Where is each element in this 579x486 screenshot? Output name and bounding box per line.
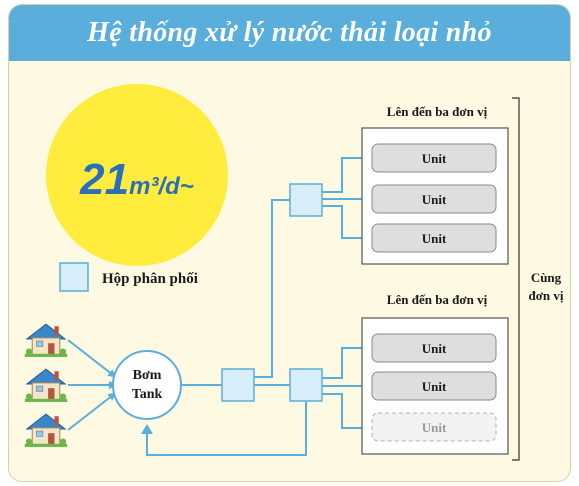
group-label: Lên đến ba đơn vị <box>387 104 488 119</box>
unit-block <box>371 333 497 363</box>
house-icon <box>24 368 68 403</box>
distribution-box <box>289 183 323 217</box>
unit-label: Unit <box>422 379 447 394</box>
unit-label: Unit <box>422 341 447 356</box>
distribution-box <box>221 368 255 402</box>
group-label: Lên đến ba đơn vị <box>387 292 488 307</box>
house-icon <box>24 413 68 448</box>
legend-label: Hộp phân phối <box>102 271 198 287</box>
distribution-pipes <box>146 157 372 456</box>
capacity-circle <box>46 84 228 266</box>
unit-block <box>371 143 497 173</box>
distribution-box <box>289 368 323 402</box>
title-banner: Hệ thống xử lý nước thải loại nhỏ <box>9 5 570 61</box>
unit-label: Unit <box>422 151 447 166</box>
group-bracket <box>512 97 520 461</box>
legend-box-swatch <box>59 262 89 292</box>
pump-tank <box>112 350 182 420</box>
inflow-pipe <box>67 392 117 431</box>
unit-label: Unit <box>422 231 447 246</box>
bracket-label-line2: đơn vị <box>528 288 563 303</box>
optional-unit-block <box>371 412 497 442</box>
inflow-pipe <box>67 339 117 378</box>
tank-label-line2: Tank <box>132 387 163 402</box>
house-icon <box>24 323 68 358</box>
tank-label-line1: Bơm <box>133 368 162 383</box>
capacity-label: 21m³/d~ <box>79 155 194 204</box>
return-arrow-icon <box>141 424 153 434</box>
unit-label: Unit <box>422 192 447 207</box>
unit-block <box>371 223 497 253</box>
unit-block <box>371 371 497 401</box>
diagram-title: Hệ thống xử lý nước thải loại nhỏ <box>87 17 492 48</box>
unit-block <box>371 184 497 214</box>
bracket-label-line1: Cùng <box>531 270 562 285</box>
optional-unit-label: Unit <box>422 420 447 435</box>
